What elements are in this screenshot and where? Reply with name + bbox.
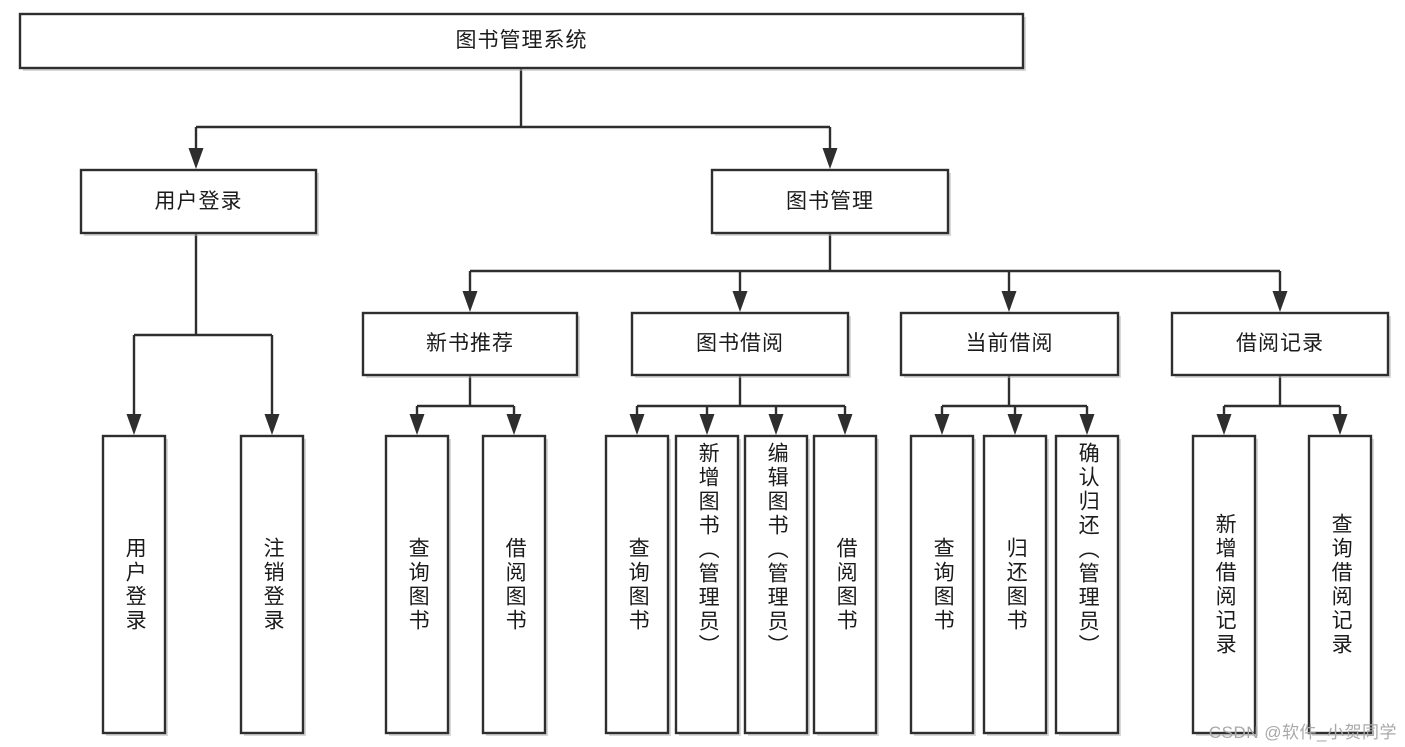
node-box-leaf-query-book-current[interactable] xyxy=(909,434,975,735)
node-box-leaf-logout[interactable] xyxy=(239,434,305,735)
arrow-head-icon xyxy=(1079,414,1095,435)
csdn-watermark: CSDN @软件_小贺同学 xyxy=(1208,723,1397,742)
arrow-head-icon xyxy=(934,414,950,435)
node-box-leaf-query-book-recommend[interactable] xyxy=(384,434,450,735)
node-box-leaf-confirm-return-admin[interactable] xyxy=(1054,434,1120,735)
node-box-book-management[interactable] xyxy=(710,168,950,235)
node-box-user-login[interactable] xyxy=(79,168,318,235)
node-box-leaf-query-book-borrow[interactable] xyxy=(604,434,670,735)
arrow-head-icon xyxy=(1216,414,1232,435)
node-box-root[interactable] xyxy=(18,12,1025,70)
arrow-head-icon xyxy=(1007,414,1023,435)
arrow-head-icon xyxy=(409,414,425,435)
node-box-leaf-edit-book-admin[interactable] xyxy=(743,434,809,735)
node-box-leaf-add-book-admin[interactable] xyxy=(674,434,740,735)
arrow-head-icon xyxy=(822,148,838,169)
arrow-head-icon xyxy=(1272,291,1288,312)
arrow-head-icon xyxy=(732,291,748,312)
arrow-head-icon xyxy=(837,414,853,435)
arrow-head-icon xyxy=(126,414,142,435)
node-box-borrow-record[interactable] xyxy=(1170,311,1390,377)
node-box-current-borrow[interactable] xyxy=(899,311,1120,377)
node-box-leaf-add-borrow-record[interactable] xyxy=(1191,434,1257,735)
arrow-head-icon xyxy=(506,414,522,435)
node-box-leaf-return-book[interactable] xyxy=(982,434,1048,735)
arrow-head-icon xyxy=(264,414,280,435)
arrow-head-icon xyxy=(188,148,204,169)
node-box-new-book-recommend[interactable] xyxy=(361,311,579,377)
connector-layer xyxy=(126,68,1348,435)
node-box-leaf-user-login[interactable] xyxy=(101,434,167,735)
node-box-leaf-borrow-book-recommend[interactable] xyxy=(481,434,547,735)
arrow-head-icon xyxy=(1332,414,1348,435)
box-layer xyxy=(18,12,1391,736)
node-box-leaf-borrow-book[interactable] xyxy=(812,434,878,735)
arrow-head-icon xyxy=(1001,291,1017,312)
arrow-head-icon xyxy=(462,291,478,312)
node-box-book-borrow[interactable] xyxy=(630,311,850,377)
node-box-leaf-query-borrow-record[interactable] xyxy=(1307,434,1373,735)
arrow-head-icon xyxy=(699,414,715,435)
arrow-head-icon xyxy=(629,414,645,435)
arrow-head-icon xyxy=(768,414,784,435)
